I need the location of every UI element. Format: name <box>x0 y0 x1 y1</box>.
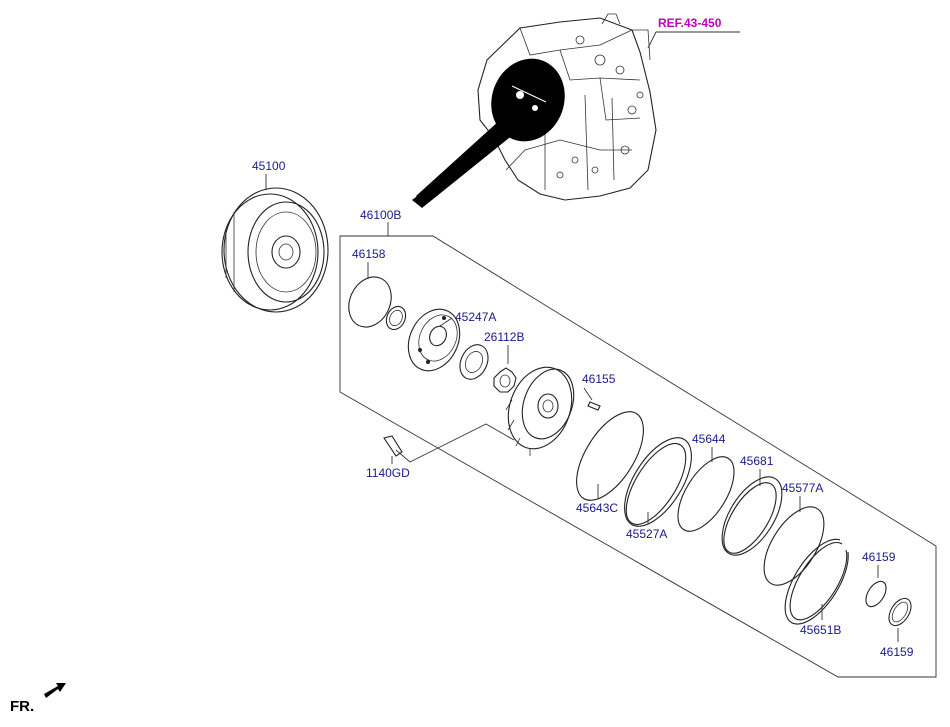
label-1140GD: 1140GD <box>366 466 410 480</box>
label-45527A: 45527A <box>626 527 667 541</box>
small-bolt-drawing <box>587 401 601 411</box>
bolt-drawing <box>383 435 403 457</box>
label-45247A: 45247A <box>455 310 496 324</box>
transmission-illustration <box>412 13 657 208</box>
snap-ring-1-drawing <box>576 411 644 501</box>
label-45100: 45100 <box>252 159 286 173</box>
o-ring-drawing <box>348 276 392 328</box>
label-46155: 46155 <box>582 372 616 386</box>
label-26112B: 26112B <box>484 330 524 344</box>
front-label: FR. <box>10 698 34 715</box>
label-45577A: 45577A <box>782 481 823 495</box>
label-46159-b: 46159 <box>880 645 914 659</box>
ref-label[interactable]: REF.43-450 <box>658 16 722 30</box>
torque-converter-drawing <box>221 187 329 313</box>
pump-cover-drawing <box>407 308 461 372</box>
gear-set-drawing <box>459 344 517 393</box>
snap-ring-2-drawing <box>784 538 849 625</box>
small-ring-b-drawing <box>888 597 912 627</box>
small-ring-a-drawing <box>865 580 887 608</box>
label-45651B: 45651B <box>800 623 841 637</box>
label-46158: 46158 <box>352 247 386 261</box>
ring-3-drawing <box>763 506 825 586</box>
label-45644: 45644 <box>692 432 726 446</box>
label-45643C: 45643C <box>576 501 618 515</box>
assembly-label: 46100B <box>360 208 401 222</box>
front-arrow-icon <box>44 683 66 698</box>
label-46159-a: 46159 <box>862 550 896 564</box>
ring-2-drawing <box>677 456 735 532</box>
seal-ring-1-drawing <box>624 437 692 527</box>
pump-body-drawing <box>505 366 575 456</box>
label-45681: 45681 <box>740 454 774 468</box>
assembly-outline <box>339 235 937 678</box>
seal-ring-2-drawing <box>721 476 783 556</box>
